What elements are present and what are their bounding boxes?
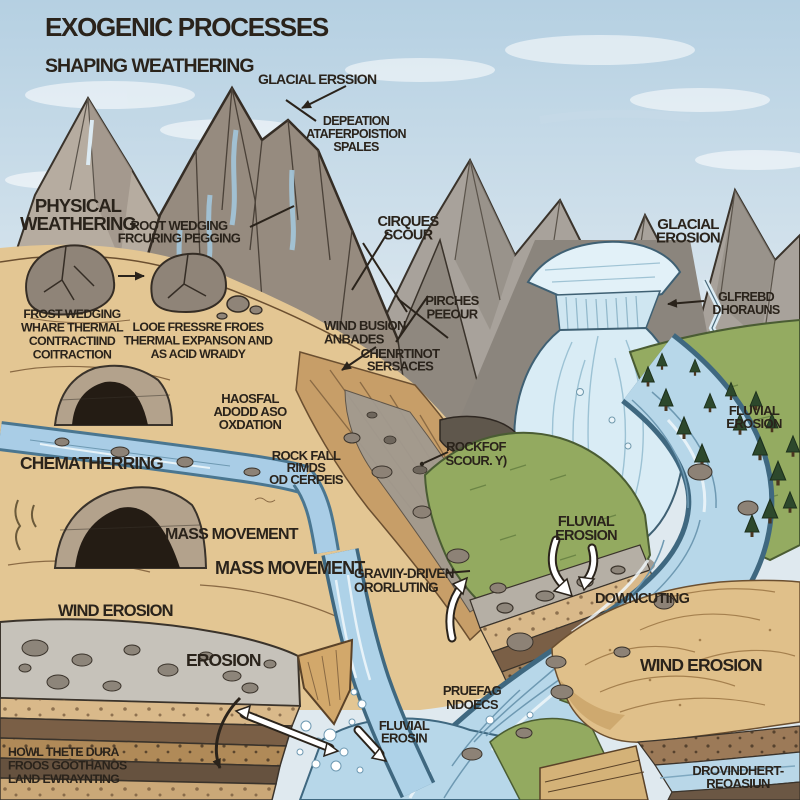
downcutting-white-arrow-2	[577, 543, 599, 592]
cirques-leader	[351, 231, 389, 291]
strata-cross-section	[0, 618, 302, 800]
rockfof-leader	[423, 451, 449, 464]
rockfof-leader-dot	[419, 461, 425, 467]
cave-lower	[14, 486, 208, 569]
annotation-arrows	[118, 85, 705, 769]
scattered-rocks	[343, 432, 759, 761]
label-wind-erosion-right: WIND EROSION	[640, 655, 762, 675]
glfrebd-arrow	[667, 298, 705, 308]
sand-dunes	[551, 579, 800, 743]
root-wedging-leader	[249, 205, 295, 228]
glacial-erssion-arrow	[301, 85, 347, 109]
label-mass-movement-1: MASS MOVEMENT	[165, 526, 299, 543]
strata-curved-arrow	[212, 696, 242, 769]
label-chematherring: CHEMATHERRING	[20, 453, 163, 473]
label-erosion: EROSION	[186, 650, 261, 670]
weathering-boulders	[25, 244, 263, 324]
label-subtitle: SHAPING WEATHERING	[45, 55, 254, 77]
wind-busion-arrow	[341, 346, 377, 371]
cave-upper	[53, 364, 174, 426]
label-drovindhert: DROVINDHERT-REOASIUN	[692, 763, 783, 791]
label-downcuting: DOWNCUTING	[595, 591, 690, 607]
label-title: EXOGENIC PROCESSES	[45, 12, 329, 42]
strata-white-arrow	[353, 725, 388, 763]
waterfall-wedge	[296, 638, 354, 726]
strata-under-dunes	[636, 725, 800, 800]
strata-double-arrow	[234, 704, 340, 758]
label-wind-erosion-left: WIND EROSION	[58, 602, 173, 620]
uplift-white-arrow	[445, 576, 469, 643]
gravity-leader	[445, 570, 471, 574]
left-stream	[0, 421, 340, 555]
label-glacial-erssion: GLACIAL ERSSION	[258, 71, 377, 87]
waterfall-cascade	[321, 548, 436, 799]
pirches-leader-2	[397, 298, 449, 339]
depeation-leader	[285, 99, 317, 122]
label-mass-movement-2: MASS MOVEMENT	[215, 558, 365, 578]
downcutting-white-arrow-1	[547, 535, 574, 598]
pirches-leader-1	[395, 295, 429, 343]
